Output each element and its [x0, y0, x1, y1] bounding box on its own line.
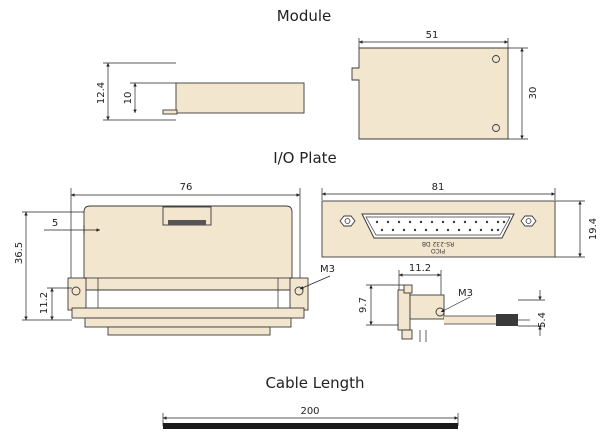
plate-dsub-shell: [84, 317, 292, 328]
cable-length-label: 200: [300, 406, 319, 417]
db25-shell-inner: [365, 216, 511, 236]
plate-flange-right: [289, 277, 309, 311]
plate-front-width-label: 81: [432, 182, 445, 193]
side-dsub: [401, 329, 413, 340]
side-flange: [397, 289, 411, 331]
db25-hex-right: [520, 215, 537, 227]
io-plate-front-view: 81 RS-232 DB PICO 19.4: [321, 182, 599, 258]
db25-hex-right-hole: [525, 218, 532, 224]
plate-hole-right: [294, 286, 304, 296]
cable-drawing: 200: [162, 406, 459, 429]
side-ribbon: [444, 315, 501, 325]
module-hole-top: [492, 55, 500, 63]
plate-dsub-tail: [107, 326, 271, 336]
plate-offset-label: 5: [52, 218, 58, 229]
db25-hex-left: [339, 215, 356, 227]
db25-hex-left-hole: [344, 218, 351, 224]
cable-length-title: Cable Length: [265, 374, 365, 392]
module-title: Module: [276, 7, 332, 25]
cable-bar: [163, 423, 458, 429]
side-screw-hole: [435, 307, 445, 317]
plate-screw-label: M3: [320, 264, 335, 275]
module-hole-bottom: [492, 124, 500, 132]
connector-label-line1: RS-232 DB: [422, 240, 454, 247]
side-screw-label: M3: [458, 288, 473, 299]
plate-hole-label: 11.2: [39, 292, 50, 314]
side-ribbon-connector: [496, 314, 518, 326]
db25-shell: [361, 213, 515, 239]
io-plate-back-view: 76 5 36.5 11.2 M3: [14, 182, 335, 336]
module-side-connector: [162, 109, 178, 115]
plate-hole-left: [71, 286, 81, 296]
connector-label-line2: PICO: [431, 247, 446, 254]
module-side-view: 12.4 10: [96, 62, 305, 121]
module-top-view: 51 30: [351, 30, 539, 140]
side-height-label: 9.7: [358, 297, 369, 313]
plate-height-label: 36.5: [14, 242, 25, 264]
module-side-total-label: 12.4: [96, 82, 107, 104]
side-offset-label: 5.4: [537, 312, 548, 328]
side-flange-top: [403, 284, 413, 294]
plate-flange-left: [67, 277, 87, 311]
db25-pins: [375, 220, 506, 232]
plate-screw-leader: [299, 275, 331, 290]
side-width-label: 11.2: [409, 263, 431, 274]
module-side-body: [175, 82, 305, 114]
io-plate-side-view: 11.2 9.7 M3 5.4: [358, 263, 548, 342]
module-height-label: 30: [528, 87, 539, 100]
side-screw-leader: [440, 296, 471, 313]
module-side-body-label: 10: [123, 92, 134, 105]
module-top-body: [351, 47, 509, 140]
plate-body: [83, 205, 293, 291]
module-width-label: 51: [426, 30, 439, 41]
plate-header-pins: [168, 220, 206, 225]
side-bracket: [409, 294, 445, 320]
io-plate-title: I/O Plate: [273, 149, 337, 167]
plate-front-height-label: 19.4: [588, 218, 599, 240]
plate-base: [71, 307, 305, 319]
plate-width-label: 76: [180, 182, 193, 193]
